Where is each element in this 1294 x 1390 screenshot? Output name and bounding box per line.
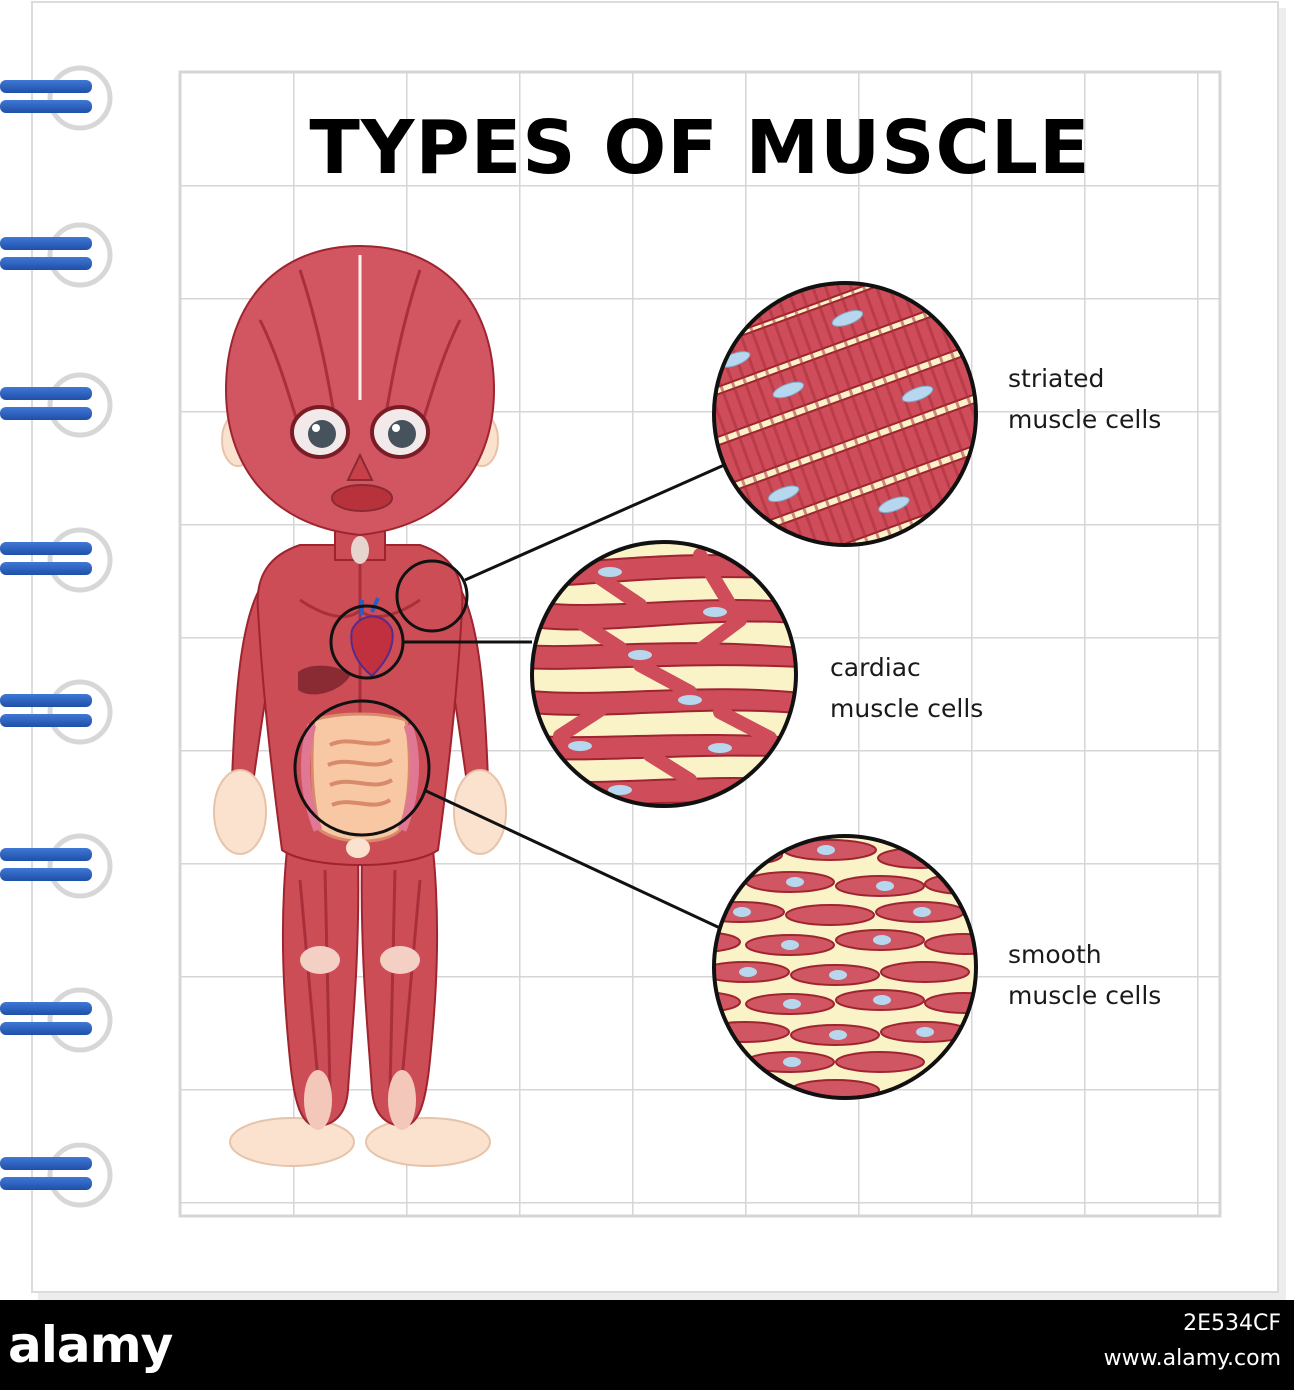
spiral-ring — [0, 65, 113, 131]
striated-label-line2: muscle cells — [1008, 405, 1162, 434]
spiral-ring — [0, 222, 113, 288]
nose — [346, 452, 374, 481]
smooth-muscle-zoom — [712, 834, 978, 1100]
liver-organ — [298, 665, 350, 695]
striated-label: striated muscle cells — [1008, 358, 1161, 440]
spiral-ring — [0, 833, 113, 899]
cardiac-label-line2: muscle cells — [830, 694, 984, 723]
alamy-logo: alamy — [8, 1316, 173, 1374]
right-foot — [365, 1117, 491, 1167]
page-title: TYPES OF MUSCLE — [309, 105, 1091, 191]
cardiac-label: cardiac muscle cells — [830, 647, 983, 729]
watermark-footer — [0, 1300, 1294, 1390]
striated-label-line1: striated — [1008, 364, 1105, 393]
spiral-ring — [0, 679, 113, 745]
mouth — [331, 484, 393, 512]
chest-highlight-circle — [395, 559, 469, 633]
spiral-ring — [0, 987, 113, 1053]
left-hand — [213, 769, 267, 855]
spiral-ring — [0, 527, 113, 593]
spiral-ring — [0, 372, 113, 438]
smooth-label-line1: smooth — [1008, 940, 1102, 969]
diagram-canvas — [0, 1, 1286, 1300]
smooth-label-line2: muscle cells — [1008, 981, 1162, 1010]
spiral-binding — [0, 65, 113, 1208]
watermark-url: www.alamy.com — [1103, 1346, 1281, 1371]
left-foot — [229, 1117, 355, 1167]
smooth-label: smooth muscle cells — [1008, 934, 1161, 1016]
heart-organ — [350, 615, 394, 678]
right-hand — [453, 769, 507, 855]
striated-muscle-zoom — [712, 281, 978, 547]
cardiac-label-line1: cardiac — [830, 653, 921, 682]
image-id: 2E534CF — [1183, 1311, 1281, 1336]
intestine-highlight-circle — [293, 699, 431, 837]
connector-line-striated — [464, 460, 732, 582]
spiral-ring — [0, 1142, 113, 1208]
connector-line-smooth — [423, 788, 721, 930]
